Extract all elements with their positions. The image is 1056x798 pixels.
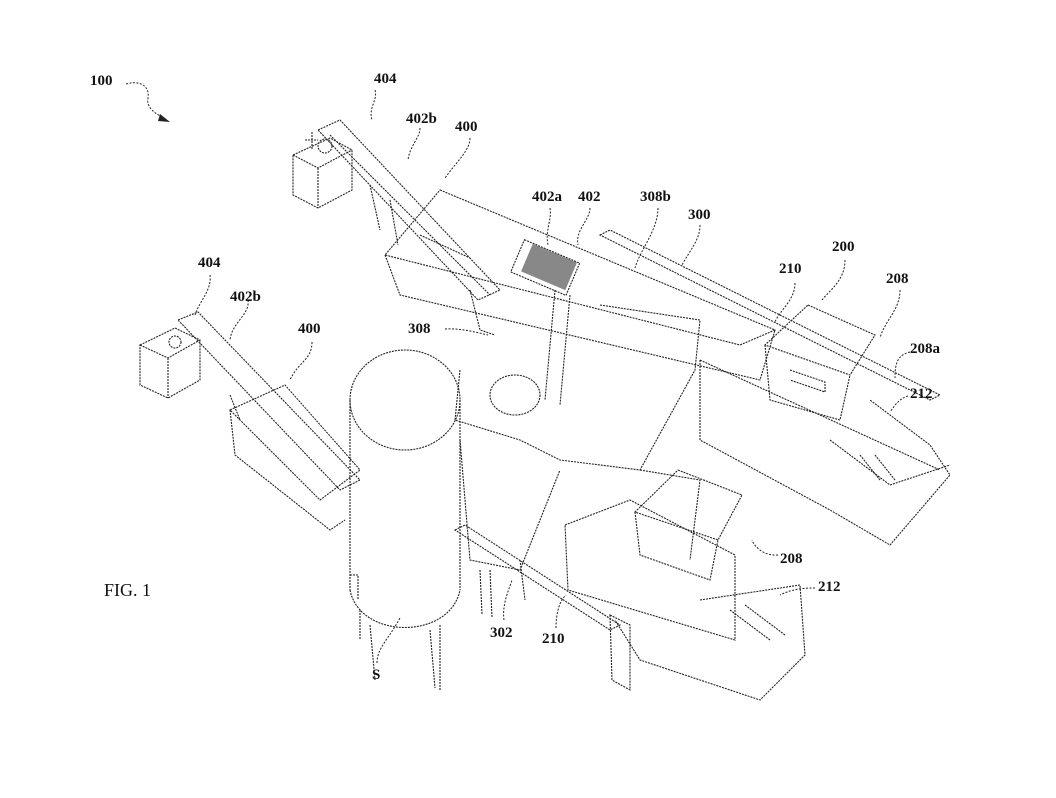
top-rail xyxy=(598,229,942,401)
leader-208-top xyxy=(879,289,901,339)
label-300: 300 xyxy=(688,207,711,223)
system-leader xyxy=(125,82,165,119)
top-trough xyxy=(384,189,777,381)
label-208-bottom: 208 xyxy=(780,551,803,567)
figure-title: FIG. 1 xyxy=(104,580,152,600)
leader-S xyxy=(376,617,401,664)
left-trough xyxy=(229,384,361,531)
top-motor-box xyxy=(292,132,353,209)
label-210-bottom: 210 xyxy=(542,631,565,647)
label-400-left: 400 xyxy=(298,321,321,337)
label-208a: 208a xyxy=(910,341,940,357)
top-incline-conveyor xyxy=(317,119,501,301)
label-208-top: 208 xyxy=(886,271,909,287)
leader-212-bottom xyxy=(779,587,816,596)
label-404-left: 404 xyxy=(198,255,221,271)
frame-legs xyxy=(479,559,526,619)
left-motor-box xyxy=(139,327,201,399)
leader-208-bottom xyxy=(751,539,779,556)
label-100: 100 xyxy=(90,73,113,89)
front-bin-unit xyxy=(564,469,806,701)
leader-402b-top xyxy=(407,127,421,161)
label-400-top: 400 xyxy=(455,119,478,135)
leader-212-top xyxy=(889,395,909,413)
leader-308 xyxy=(444,328,489,336)
leader-400-top xyxy=(444,137,471,179)
label-212-bottom: 212 xyxy=(818,579,841,595)
label-212-top: 212 xyxy=(910,386,933,402)
leader-402b-left xyxy=(229,299,249,341)
rear-bin-unit xyxy=(699,304,951,546)
label-404-top: 404 xyxy=(374,71,397,87)
label-308: 308 xyxy=(408,321,431,337)
leader-400-left xyxy=(289,341,313,381)
leader-404-left xyxy=(194,274,211,316)
label-402b-top: 402b xyxy=(406,111,437,127)
leader-402a xyxy=(546,207,551,246)
left-incline-conveyor xyxy=(177,311,361,491)
leader-300 xyxy=(681,224,701,266)
bottom-post xyxy=(609,614,631,691)
central-hopper xyxy=(454,289,941,571)
leader-200 xyxy=(821,259,846,301)
label-402: 402 xyxy=(578,189,601,205)
label-210-top: 210 xyxy=(779,261,802,277)
label-308b: 308b xyxy=(640,189,671,205)
leader-208a xyxy=(894,351,911,379)
roller-mesh xyxy=(521,243,577,291)
label-200: 200 xyxy=(832,239,855,255)
leader-404-top xyxy=(370,89,377,121)
label-402b-left: 402b xyxy=(230,289,261,305)
leader-302 xyxy=(503,579,513,621)
leader-210-bottom xyxy=(555,594,567,629)
label-302: 302 xyxy=(490,625,513,641)
leader-402 xyxy=(577,207,591,246)
bottom-rail xyxy=(453,524,622,631)
label-S: S xyxy=(372,667,381,683)
leader-308b xyxy=(634,207,659,269)
system-arrowhead xyxy=(158,114,170,122)
silo xyxy=(349,349,461,690)
leader-210-top xyxy=(774,282,796,323)
label-402a: 402a xyxy=(532,189,562,205)
